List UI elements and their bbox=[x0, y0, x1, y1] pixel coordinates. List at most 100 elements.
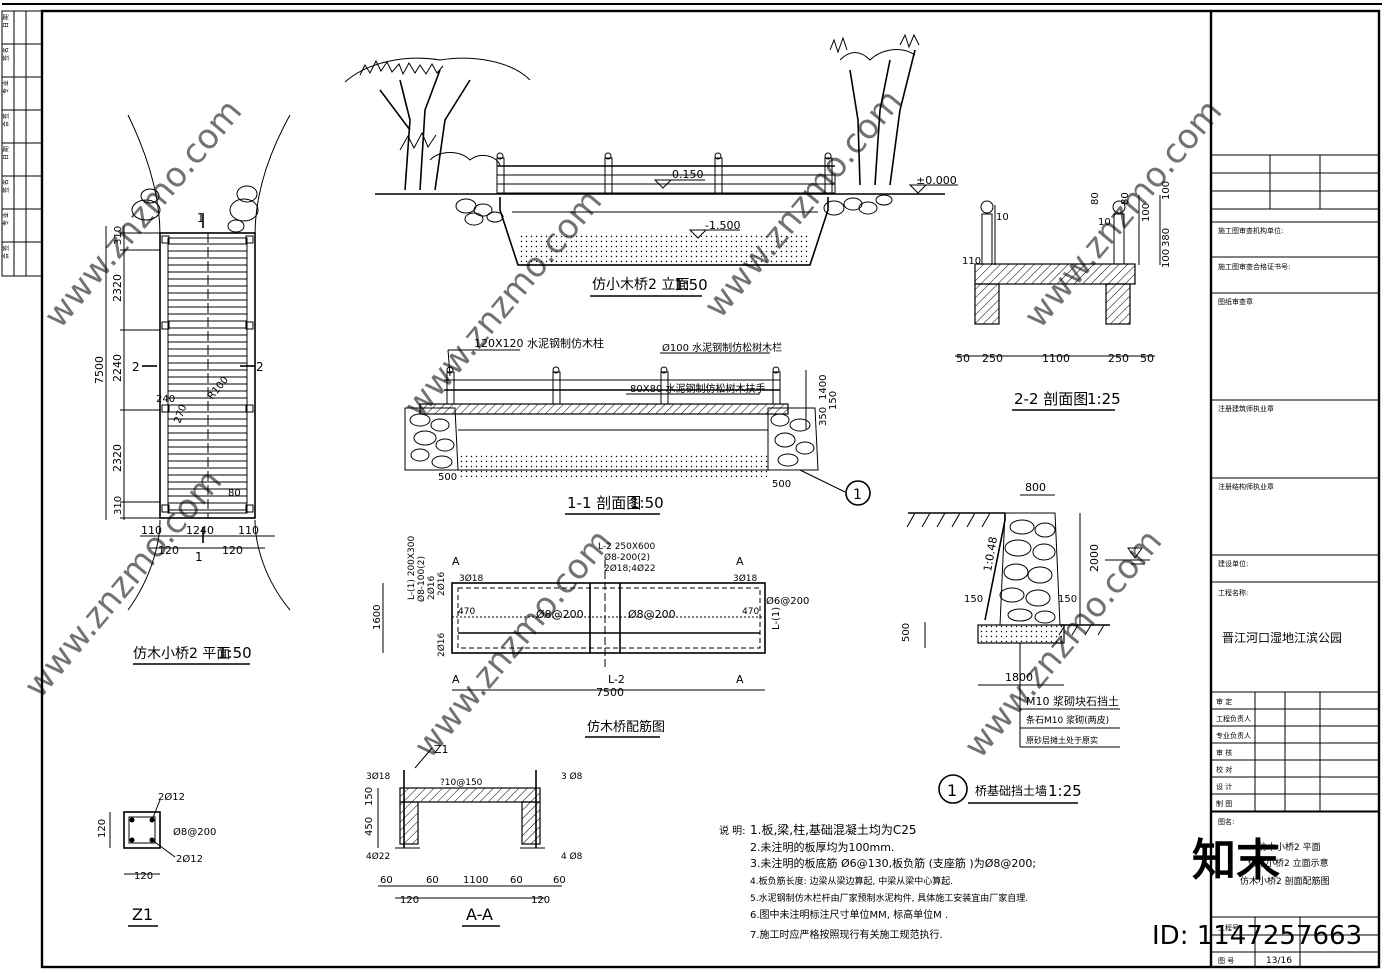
annotation: 3Ø18 bbox=[366, 771, 391, 782]
dimension-text: 1100 bbox=[1042, 352, 1070, 365]
annotation: 2Ø12 bbox=[176, 853, 203, 865]
dimension-text: 500 bbox=[901, 623, 912, 642]
annotation: 3Ø18 bbox=[459, 573, 484, 584]
dimension-text: 60 bbox=[426, 875, 439, 886]
section-mark: A bbox=[452, 673, 460, 686]
annotation: 2Ø16 bbox=[436, 632, 447, 657]
dimension-text: 250 bbox=[1108, 352, 1129, 365]
dimension-text: 110 bbox=[141, 524, 162, 537]
dimension-text: 110 bbox=[238, 524, 259, 537]
elevation-view: 0.150 -1.500 ±0.000 仿小木桥2 立面 1:50 bbox=[344, 33, 958, 297]
dimension-text: 60 bbox=[380, 875, 393, 886]
view-scale: 1:50 bbox=[630, 494, 664, 512]
annotation: Ø8-100(2) bbox=[416, 556, 427, 602]
general-notes: 说 明: 1.板,梁,柱,基础混凝土均为C25 2.未注明的板厚均为100mm.… bbox=[719, 822, 1036, 941]
dimension-text: 10 bbox=[1098, 217, 1111, 228]
view-title: 仿小木桥2 立面 bbox=[592, 277, 689, 293]
dimension-text: 110 bbox=[962, 256, 981, 267]
dimension-text: 120 bbox=[531, 895, 550, 906]
railing-posts bbox=[446, 366, 781, 405]
dimension-text: 800 bbox=[1025, 481, 1046, 494]
dimension-text: 120 bbox=[222, 544, 243, 557]
retaining-wall-detail: 800 1:0.48 150 150 2000 500 1800 M10 浆砌块… bbox=[901, 481, 1150, 804]
dimension-text: 310 bbox=[113, 496, 124, 515]
title-block-label: 图 号 bbox=[1218, 957, 1234, 965]
dimension-text: 310 bbox=[113, 226, 124, 245]
railing-post bbox=[604, 157, 613, 195]
post-plan bbox=[245, 235, 254, 244]
role-label: 审 核 bbox=[1216, 748, 1232, 757]
post-plan bbox=[161, 404, 170, 413]
annotation: Ø8@200 bbox=[173, 826, 216, 838]
detail-callout-label: 1 bbox=[947, 781, 957, 800]
section-mark: 1 bbox=[197, 211, 205, 225]
annotation: 3Ø18 bbox=[733, 573, 758, 584]
post-cap bbox=[496, 152, 504, 160]
dimension-text: 150 bbox=[828, 391, 839, 410]
plan-view: 1 1 2 2 7500 310 2320 2240 2320 310 240 … bbox=[93, 114, 291, 665]
railing-post bbox=[496, 157, 505, 195]
dimension-text: 80 bbox=[1090, 192, 1101, 205]
dimension-text: 120 bbox=[400, 895, 419, 906]
dimension-text: 150 bbox=[364, 787, 375, 806]
post-plan bbox=[161, 235, 170, 244]
railing-post bbox=[824, 157, 833, 195]
title-block-label: 工程号 bbox=[1218, 923, 1239, 932]
annotation: 80X80 水泥钢制仿松树木扶手 bbox=[630, 382, 765, 395]
detail-callout bbox=[845, 480, 871, 506]
annotation: Ø8-200(2) bbox=[604, 552, 650, 563]
dimension-text: 7500 bbox=[596, 686, 624, 699]
view-title: 桥基础挡土墙 bbox=[975, 784, 1047, 798]
post-plan bbox=[245, 504, 254, 513]
strip-label: 签 名 bbox=[2, 179, 10, 193]
note-line: 3.未注明的板底筋 Ø6@130,板负筋 (支座筋 )为Ø8@200; bbox=[750, 856, 1036, 870]
railing-post bbox=[446, 371, 455, 405]
section-a-a: Z1 3Ø18 3 Ø8 ?10@150 4Ø22 4 Ø8 150 450 6… bbox=[364, 743, 583, 927]
dimension-text: 60 bbox=[553, 875, 566, 886]
title-block-label: 施工图审查机构单位: bbox=[1218, 226, 1283, 235]
reinforcement-plan: L-2 250X600 Ø8-200(2) 2Ø18;4Ø22 L-(1) 20… bbox=[372, 535, 809, 738]
post-cap bbox=[772, 366, 780, 374]
view-scale: 1:50 bbox=[674, 276, 708, 294]
note-line: 4.板负筋长度: 边梁从梁边算起, 中梁从梁中心算起. bbox=[750, 875, 953, 887]
dimension-text: 240 bbox=[156, 394, 175, 405]
post-plan bbox=[161, 321, 170, 330]
notes-header: 说 明: bbox=[719, 824, 746, 837]
dimension-text: 380 bbox=[1161, 228, 1172, 247]
dimension-text: 2320 bbox=[111, 444, 124, 472]
section-mark: 2 bbox=[132, 360, 140, 374]
id-watermark: ID: 1147257663 bbox=[1152, 921, 1362, 951]
dimension-text: 470 bbox=[458, 607, 475, 617]
project-name: 晋江河口湿地江滨公园 bbox=[1222, 630, 1342, 645]
railing-post bbox=[552, 371, 561, 405]
detail-callout bbox=[938, 774, 968, 804]
section-mark: 2 bbox=[256, 360, 264, 374]
annotation: L-2 bbox=[608, 673, 625, 686]
shrub-cluster bbox=[131, 185, 259, 233]
dimension-text: 120 bbox=[134, 871, 153, 882]
dimension-text: 270 bbox=[172, 403, 189, 425]
dimension-text: 10 bbox=[996, 212, 1009, 223]
annotation: Ø8@200 bbox=[628, 608, 676, 621]
dimension-text: 120 bbox=[158, 544, 179, 557]
railing-posts bbox=[496, 152, 833, 195]
title-block: 施工图审查机构单位: 施工图审查合格证书号: 图纸审查章 注册建筑师执业章 注册… bbox=[1211, 154, 1379, 967]
annotation: 4Ø22 bbox=[366, 851, 390, 862]
note-line: 2.未注明的板厚均为100mm. bbox=[750, 840, 894, 854]
drawing-name: 仿木小桥2 剖面配筋图 bbox=[1240, 875, 1330, 887]
strip-label: 专 业 bbox=[2, 80, 10, 94]
drawing-name: 仿木小桥2 立面示意 bbox=[1248, 857, 1329, 869]
elevation-level: ±0.000 bbox=[916, 174, 957, 187]
dimension-text: 2320 bbox=[111, 274, 124, 302]
dimension-text: 1800 bbox=[1005, 671, 1033, 684]
title-block-label: 注册结构师执业章 bbox=[1218, 482, 1274, 491]
note-line: 7.施工时应严格按照现行有关施工规范执行. bbox=[750, 928, 943, 941]
strip-label: 专 业 bbox=[2, 212, 10, 226]
dimension-text: 1240 bbox=[186, 524, 214, 537]
note-line: 5.水泥钢制仿木栏杆由厂家预制水泥构件, 具体施工安装宜由厂家自理. bbox=[750, 892, 1028, 904]
title-block-label: 注册建筑师执业章 bbox=[1218, 404, 1274, 413]
dimension-text: 250 bbox=[982, 352, 1003, 365]
post-plan bbox=[161, 504, 170, 513]
drawing-name: 仿木小桥2 平面 bbox=[1258, 841, 1321, 853]
